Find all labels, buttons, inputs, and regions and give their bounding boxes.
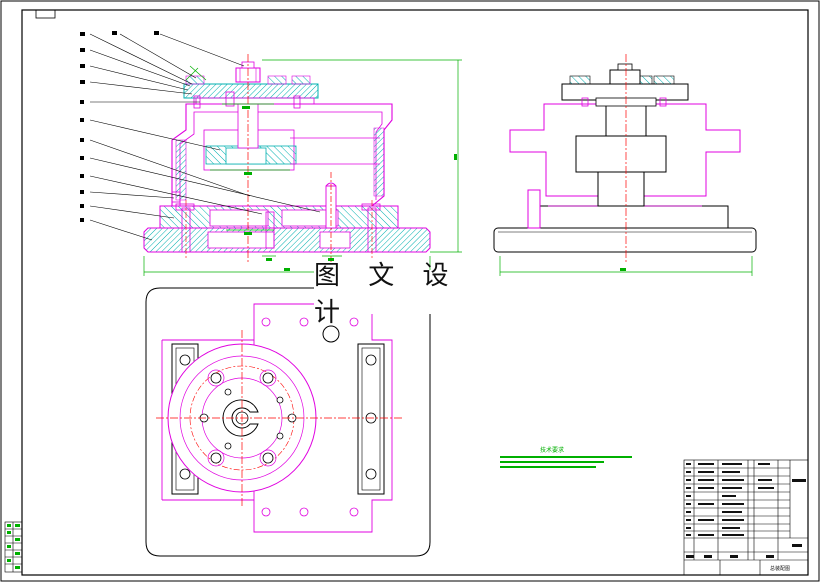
side-base [493, 227, 757, 253]
side-view [493, 54, 757, 262]
sheet-inner-border [21, 9, 809, 576]
pin-top-view [322, 325, 340, 343]
leader-tags [80, 31, 159, 222]
left-table-marks [7, 524, 20, 569]
left-revision-table [4, 521, 23, 573]
title-block-marks [686, 463, 806, 558]
base-plate [143, 227, 431, 253]
side-top-plate [561, 83, 689, 101]
top-view [145, 287, 431, 557]
corner-box [35, 9, 56, 19]
c-washer [222, 399, 259, 437]
title-block [683, 459, 809, 576]
drawing-name: 总装配图 [770, 565, 790, 572]
notes-heading: 技术要求 [540, 446, 564, 454]
dimension-values [242, 106, 626, 271]
technical-notes: 技术要求 [500, 446, 632, 468]
watermark: 图 文 设 计 [314, 261, 498, 328]
leader-lines [89, 33, 321, 241]
front-view [143, 54, 431, 262]
